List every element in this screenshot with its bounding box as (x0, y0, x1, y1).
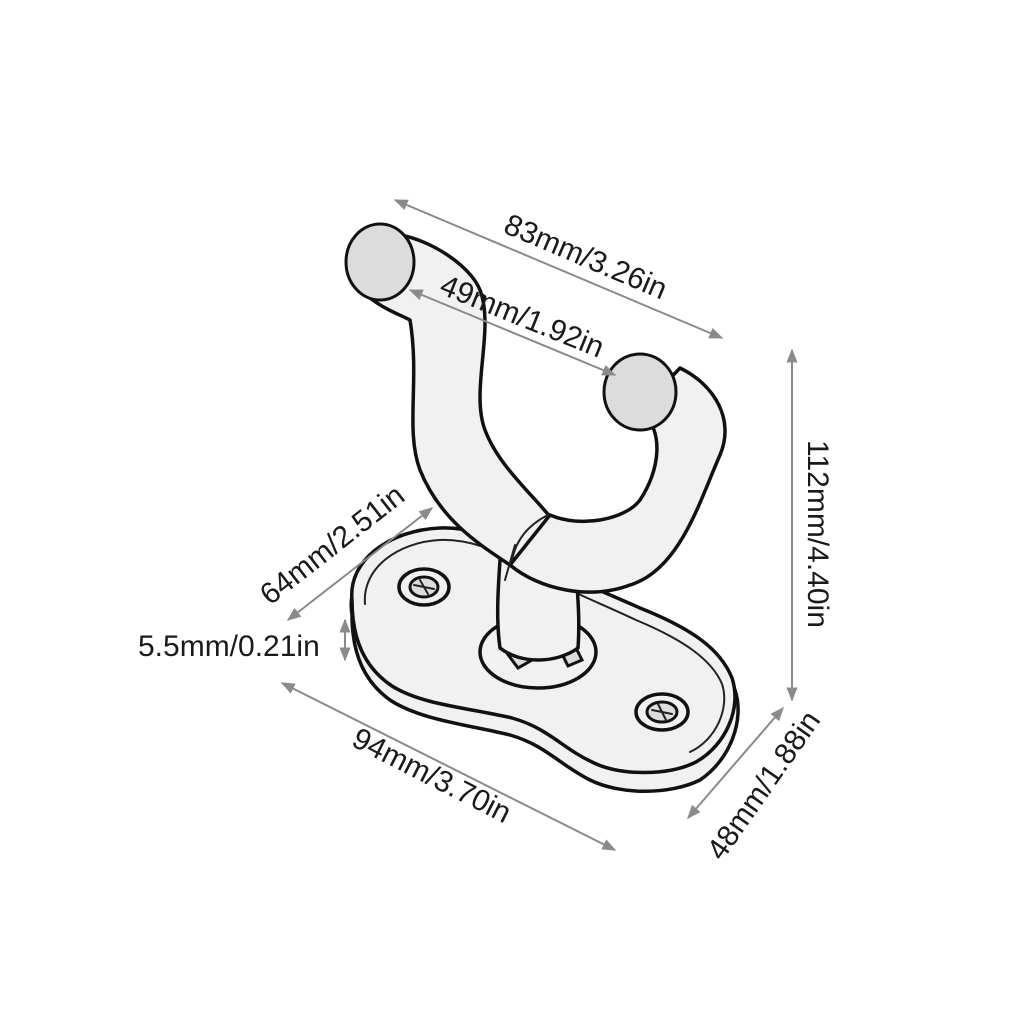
dim-line-plate-length (280, 682, 617, 851)
hook-arm-right (508, 366, 727, 594)
label-plate-thickness: 5.5mm/0.21in (138, 630, 320, 663)
label-height: 112mm/4.40in (801, 440, 834, 628)
label-top-width: 83mm/3.26in (499, 208, 672, 306)
hook-junction (504, 514, 549, 581)
dimension-lines (280, 199, 798, 851)
dim-line-arm-span (408, 289, 617, 376)
dim-line-plate-depth (286, 507, 434, 621)
dim-line-plate-width (687, 706, 784, 820)
arm-cap-right (602, 352, 678, 432)
dim-line-top-width (393, 199, 724, 339)
label-plate-length: 94mm/3.70in (347, 722, 517, 830)
arm-cap-left (344, 222, 416, 302)
